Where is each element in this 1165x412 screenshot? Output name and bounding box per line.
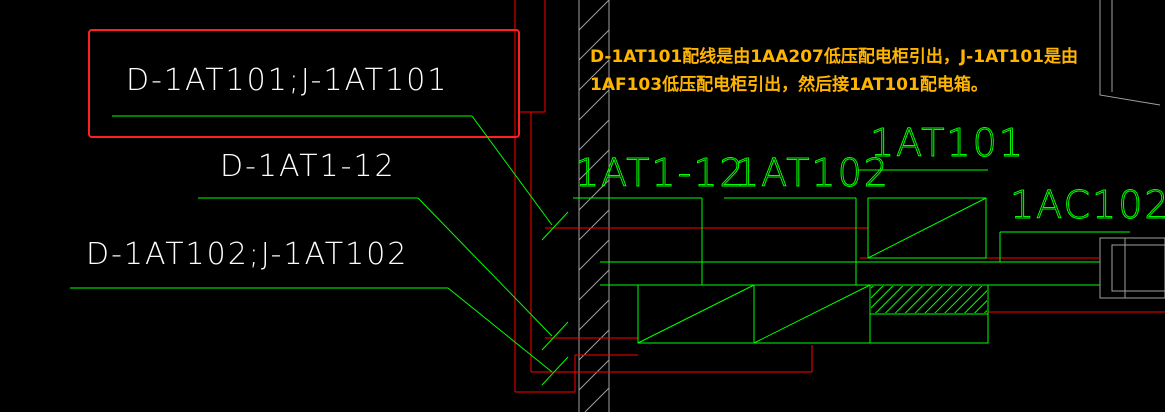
- hatched-cabinet: [871, 286, 987, 313]
- equipment-green: [573, 169, 1130, 344]
- label-d-1at101-j-1at101: D-1AT101;J-1AT101: [126, 63, 448, 98]
- annotation-line-2: 1AF103低压配电柜引出，然后接1AT101配电箱。: [590, 75, 988, 95]
- label-d-1at102-j-1at102: D-1AT102;J-1AT102: [86, 237, 408, 272]
- label-1at1-12: 1AT1-12: [575, 151, 746, 195]
- right-fixture-outline: [1099, 0, 1165, 299]
- annotation-note: D-1AT101配线是由1AA207低压配电柜引出，J-1AT101是由 1AF…: [590, 43, 1160, 99]
- label-1at101: 1AT101: [870, 121, 1025, 165]
- label-1at102: 1AT102: [735, 151, 890, 195]
- highlight-box: [88, 29, 520, 138]
- annotation-line-1: D-1AT101配线是由1AA207低压配电柜引出，J-1AT101是由: [590, 47, 1078, 67]
- wall-hatch: [578, 0, 610, 412]
- leader-lines: [70, 115, 569, 386]
- red-conduits: [514, 0, 1165, 393]
- label-d-1at1-12: D-1AT1-12: [220, 149, 396, 184]
- label-1ac102: 1AC102: [1010, 183, 1165, 227]
